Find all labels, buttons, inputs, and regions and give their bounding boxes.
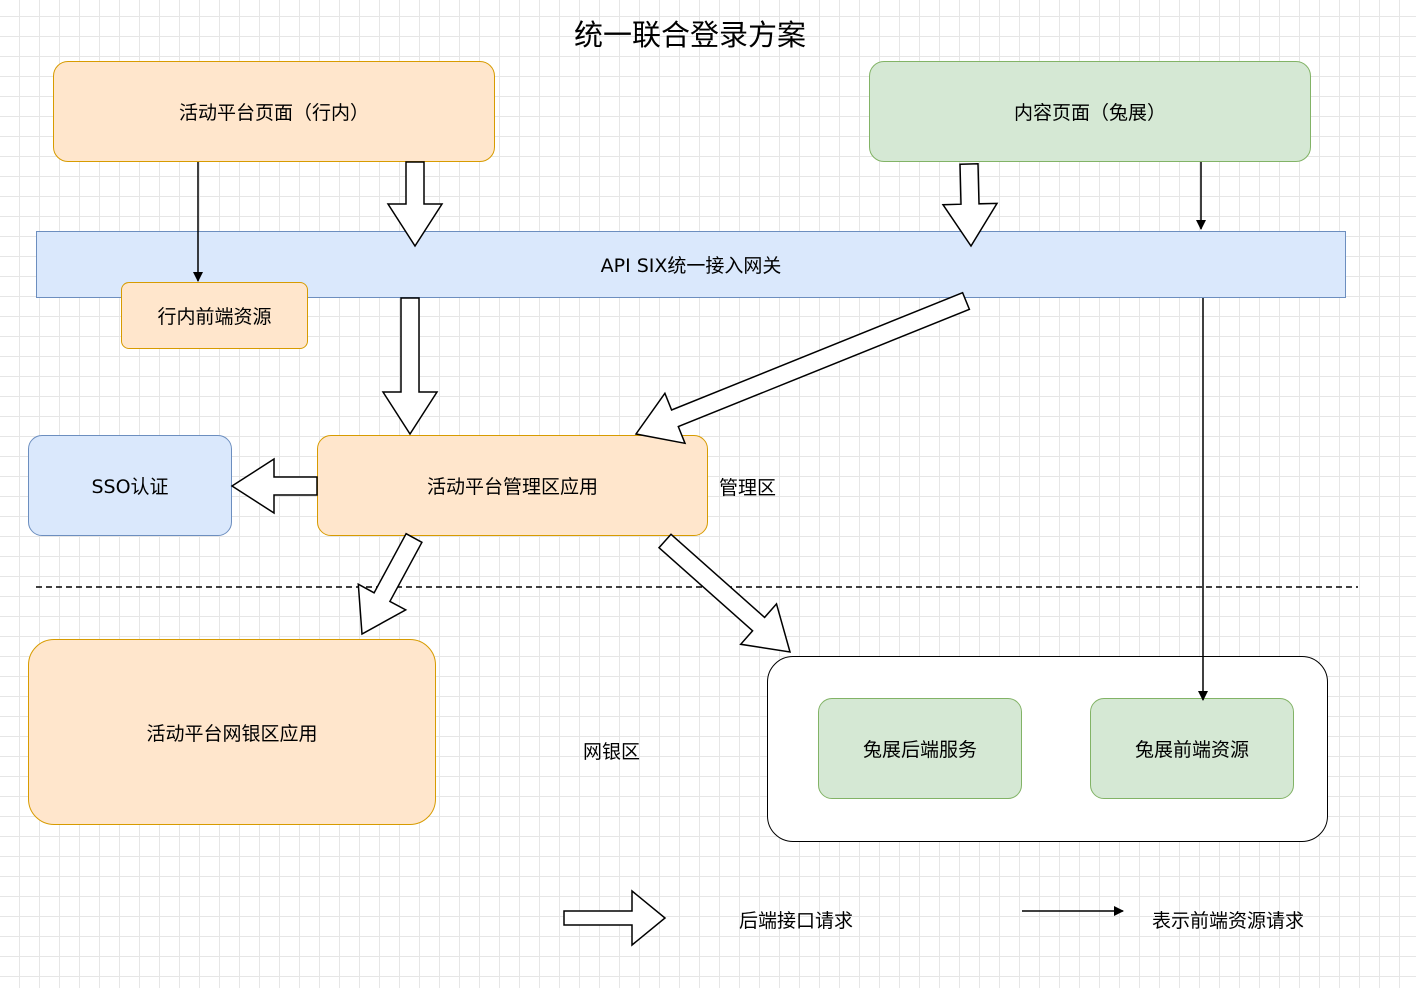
diagram-title: 统一联合登录方案 bbox=[573, 18, 806, 52]
tuzhan-backend-node[interactable]: 兔展后端服务 bbox=[818, 698, 1022, 799]
block-arrow-mgmt-to-netbank bbox=[357, 532, 423, 636]
activity-platform-page-node[interactable]: 活动平台页面（行内） bbox=[53, 61, 495, 162]
block-arrow-gateway-to-mgmt bbox=[381, 297, 439, 436]
netbank-app-node[interactable]: 活动平台网银区应用 bbox=[28, 639, 436, 825]
block-arrow-page-to-gateway bbox=[386, 161, 444, 248]
block-arrow-mgmt-to-sso bbox=[230, 457, 318, 515]
block-arrow-content-to-gateway bbox=[941, 163, 999, 248]
legend-block-arrow-icon bbox=[563, 889, 667, 947]
netbank-zone-label: 网银区 bbox=[583, 741, 641, 763]
block-arrow-mgmt-to-tuzhan bbox=[657, 533, 792, 653]
inner-frontend-resource-node[interactable]: 行内前端资源 bbox=[121, 282, 308, 349]
block-arrow-gateway-right-to-mgmt bbox=[634, 291, 971, 445]
legend-frontend-label: 表示前端资源请求 bbox=[1152, 910, 1305, 932]
sso-auth-node[interactable]: SSO认证 bbox=[28, 435, 232, 536]
legend-backend-label: 后端接口请求 bbox=[739, 910, 854, 932]
management-zone-label: 管理区 bbox=[719, 477, 777, 499]
content-page-node[interactable]: 内容页面（兔展） bbox=[869, 61, 1311, 162]
management-app-node[interactable]: 活动平台管理区应用 bbox=[317, 435, 708, 536]
tuzhan-frontend-node[interactable]: 兔展前端资源 bbox=[1090, 698, 1294, 799]
